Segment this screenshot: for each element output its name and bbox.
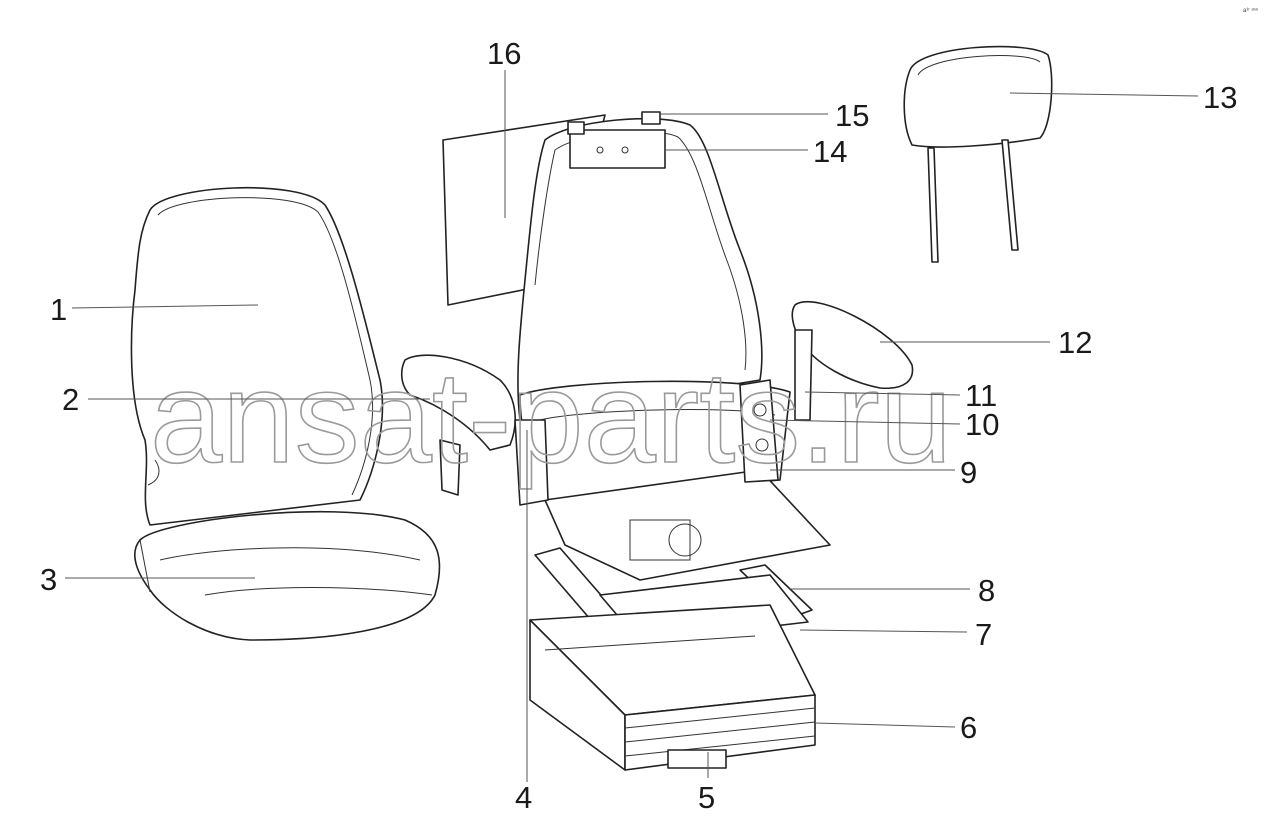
part-5-handle <box>667 749 727 769</box>
leader-7 <box>799 629 968 633</box>
part-10-mechanism <box>739 379 779 483</box>
leader-1 <box>71 304 259 309</box>
left-armrest <box>400 354 516 451</box>
watermark: ansat-parts.ru <box>150 344 952 490</box>
part-15-guide <box>641 111 661 125</box>
leader-10 <box>769 419 961 425</box>
corner-mark: a¹ʳ ᵃⁿˢ <box>1243 7 1258 14</box>
callout-3: 3 <box>40 562 57 597</box>
callout-6: 6 <box>960 710 977 745</box>
callout-2: 2 <box>62 382 79 417</box>
callout-8: 8 <box>978 573 995 608</box>
part-3-seat-cushion <box>134 510 441 641</box>
leader-11 <box>804 391 961 396</box>
callout-1: 1 <box>50 292 67 327</box>
callout-4: 4 <box>515 780 532 815</box>
callout-labels: 1 2 3 4 5 6 7 8 9 10 11 12 13 14 15 16 <box>40 36 1237 815</box>
seat-frame <box>400 111 914 581</box>
callout-12: 12 <box>1058 325 1092 360</box>
callout-14: 14 <box>813 134 847 169</box>
callout-7: 7 <box>975 617 992 652</box>
callout-13: 13 <box>1203 80 1237 115</box>
part-6-suspension-base <box>529 604 816 771</box>
part-4-support <box>514 419 549 506</box>
callout-15: 15 <box>835 98 869 133</box>
part-14-headrest-bracket <box>569 129 666 169</box>
callout-16: 16 <box>487 36 521 71</box>
callout-5: 5 <box>698 780 715 815</box>
callout-9: 9 <box>960 455 977 490</box>
leader-13 <box>1009 92 1199 97</box>
part-13-headrest <box>903 45 1053 263</box>
part-1-backrest-cover <box>130 186 384 526</box>
leader-6 <box>814 722 956 728</box>
callout-11: 11 <box>965 378 997 413</box>
callout-10: 10 <box>965 407 999 442</box>
leader-lines <box>65 70 1199 782</box>
